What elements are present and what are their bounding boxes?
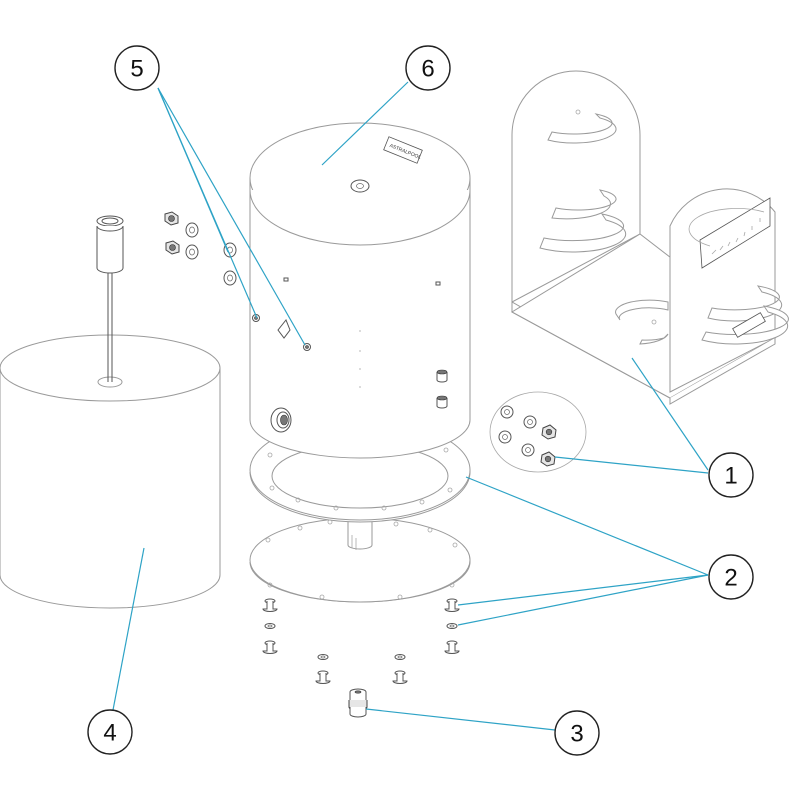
hex-nut-icon [540, 451, 556, 467]
loose-nuts-washers [164, 211, 237, 286]
washer-icon [317, 654, 329, 660]
callout-number: 5 [130, 56, 143, 83]
cable-gland [348, 688, 368, 718]
washer-icon [446, 623, 458, 629]
leader-line [457, 574, 709, 606]
plate-holes [265, 519, 458, 600]
callout-5: 5 [114, 45, 160, 91]
brand-plate: ASTRALPOOL [383, 136, 423, 164]
bracket-hardware [489, 391, 587, 473]
hex-nut-icon [165, 240, 180, 255]
dial-scale-plate [688, 197, 771, 269]
callout-4: 4 [87, 709, 133, 755]
leader-line [554, 456, 709, 474]
tank-body: ASTRALPOOL [249, 122, 471, 459]
washer-icon [185, 222, 199, 238]
leader-line [112, 547, 145, 711]
callout-number: 4 [103, 720, 116, 747]
callout-3: 3 [554, 710, 600, 756]
hex-nut-icon [541, 424, 557, 440]
support-bracket [510, 70, 789, 405]
washer-icon [185, 244, 199, 260]
callout-number: 1 [724, 463, 737, 490]
leader-line [465, 476, 709, 576]
bolt-icon [444, 598, 460, 612]
callout-6: 6 [405, 45, 451, 91]
washer-icon [521, 443, 535, 457]
bolt-icon [262, 598, 278, 612]
bolt-icon [444, 640, 460, 654]
washer-icon [500, 405, 514, 419]
leader-line [321, 81, 409, 166]
bolt-icon [262, 640, 278, 654]
leader-line [457, 574, 709, 626]
leader-line [157, 87, 306, 346]
side-fitting-icon [303, 343, 311, 351]
base-bolts [262, 598, 460, 684]
callout-number: 6 [421, 56, 434, 83]
bolt-icon [392, 670, 408, 684]
outlet-port-icon [270, 407, 292, 433]
bolt-icon [315, 670, 331, 684]
washer-icon [264, 623, 276, 629]
callout-2: 2 [708, 554, 754, 600]
probe-rod [96, 215, 124, 382]
callout-number: 2 [724, 565, 737, 592]
callout-number: 3 [570, 721, 583, 748]
side-fitting-icon [277, 319, 291, 339]
insulating-jacket [0, 334, 221, 609]
leader-line [365, 708, 556, 731]
washer-icon [394, 654, 406, 660]
threaded-stud-icon [436, 369, 448, 383]
leader-line [157, 87, 229, 253]
leader-line [631, 357, 709, 471]
washer-icon [223, 270, 237, 286]
washer-icon [498, 430, 512, 444]
washer-icon [523, 415, 537, 429]
callout-1: 1 [708, 452, 754, 498]
hex-nut-icon [164, 211, 179, 226]
threaded-stud-icon [436, 395, 448, 409]
leader-lines [112, 81, 709, 731]
